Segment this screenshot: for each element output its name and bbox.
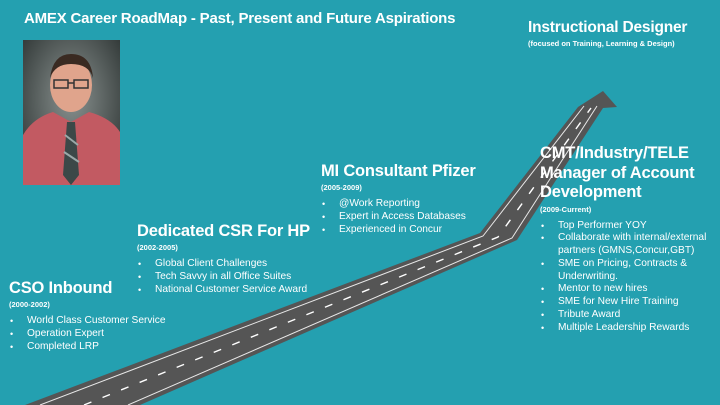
bullet-item: Top Performer YOY xyxy=(540,220,720,233)
bullet-item: @Work Reporting xyxy=(321,198,476,211)
milestone-bullets: Global Client Challenges Tech Savvy in a… xyxy=(137,258,310,296)
milestone-dedicated-csr-hp: Dedicated CSR For HP (2002-2005) Global … xyxy=(137,222,310,296)
milestone-bullets: Top Performer YOY Collaborate with inter… xyxy=(540,220,720,335)
title-line: Manager of Account xyxy=(540,163,695,182)
bullet-item: World Class Customer Service xyxy=(9,315,166,328)
bullet-item: National Customer Service Award xyxy=(137,284,310,297)
title-line: Development xyxy=(540,183,642,201)
bullet-item: Completed LRP xyxy=(9,341,166,354)
bullet-item: SME for New Hire Training xyxy=(540,296,720,309)
milestone-title: MI Consultant Pfizer xyxy=(321,162,476,180)
goal-subtitle: (focused on Training, Learning & Design) xyxy=(528,39,675,48)
milestone-dates: (2002-2005) xyxy=(137,243,178,252)
road-edge-left xyxy=(39,105,585,405)
milestone-title: Dedicated CSR For HP xyxy=(137,222,310,240)
milestone-mi-consultant-pfizer: MI Consultant Pfizer (2005-2009) @Work R… xyxy=(321,162,476,236)
goal-title: Instructional Designer xyxy=(528,19,688,36)
profile-photo xyxy=(23,40,120,185)
slide-title: AMEX Career RoadMap - Past, Present and … xyxy=(24,10,456,27)
bullet-item: Operation Expert xyxy=(9,328,166,341)
portrait-image xyxy=(23,40,120,185)
bullet-item: Multiple Leadership Rewards xyxy=(540,322,720,335)
milestone-bullets: @Work Reporting Expert in Access Databas… xyxy=(321,198,476,236)
goal-instructional-designer: Instructional Designer (focused on Train… xyxy=(528,18,687,48)
milestone-cso-inbound: CSO Inbound (2000-2002) World Class Cust… xyxy=(9,279,166,353)
milestone-bullets: World Class Customer Service Operation E… xyxy=(9,315,166,353)
milestone-dates: (2005-2009) xyxy=(321,183,362,192)
milestone-title: CMT/Industry/TELE Manager of Account Dev… xyxy=(540,144,720,203)
bullet-item: Tribute Award xyxy=(540,309,720,322)
road-center-dashes xyxy=(83,107,592,405)
milestone-dates: (2000-2002) xyxy=(9,300,50,309)
milestone-cmt-account-development: CMT/Industry/TELE Manager of Account Dev… xyxy=(540,144,720,335)
bullet-item: Experienced in Concur xyxy=(321,224,476,237)
bullet-item: Tech Savvy in all Office Suites xyxy=(137,271,310,284)
milestone-dates: (2009-Current) xyxy=(540,204,592,214)
bullet-item: Global Client Challenges xyxy=(137,258,310,271)
road-edge-right xyxy=(127,105,598,405)
bullet-item: Mentor to new hires xyxy=(540,283,720,296)
road-surface xyxy=(25,91,617,405)
bullet-item: SME on Pricing, Contracts & Underwriting… xyxy=(540,258,720,284)
bullet-item: Expert in Access Databases xyxy=(321,211,476,224)
bullet-item: Collaborate with internal/external partn… xyxy=(540,232,720,258)
title-line: CMT/Industry/TELE xyxy=(540,144,689,162)
milestone-title: CSO Inbound xyxy=(9,279,113,297)
